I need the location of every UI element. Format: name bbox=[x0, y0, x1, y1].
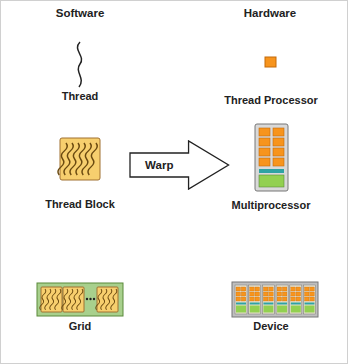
node-label: Thread bbox=[62, 89, 99, 103]
node-label: Thread Block bbox=[45, 197, 115, 211]
thread-block-icon bbox=[57, 138, 100, 180]
node-label: Multiprocessor bbox=[232, 198, 311, 212]
thread-processor-icon bbox=[265, 57, 276, 67]
block-arrow bbox=[130, 141, 229, 189]
device-icon bbox=[232, 282, 318, 317]
grid-icon bbox=[37, 283, 123, 316]
thread-icon bbox=[77, 42, 81, 87]
labeled-icon: Multiprocessor bbox=[229, 120, 314, 212]
labeled-icon: Thread bbox=[40, 32, 120, 103]
node-label: Thread Processor bbox=[224, 93, 318, 107]
multiprocessor-icon bbox=[255, 124, 288, 191]
labeled-icon: Grid bbox=[30, 278, 130, 333]
labeled-icon: Thread Block bbox=[30, 132, 130, 211]
node-label: Device bbox=[253, 319, 288, 333]
edge-label: Warp bbox=[144, 159, 174, 171]
column-heading: Hardware bbox=[244, 7, 296, 19]
labeled-icon: Thread Processor bbox=[221, 50, 321, 107]
column-heading: Software bbox=[56, 7, 105, 19]
node-label: Grid bbox=[69, 319, 92, 333]
labeled-icon: Device bbox=[225, 278, 317, 333]
